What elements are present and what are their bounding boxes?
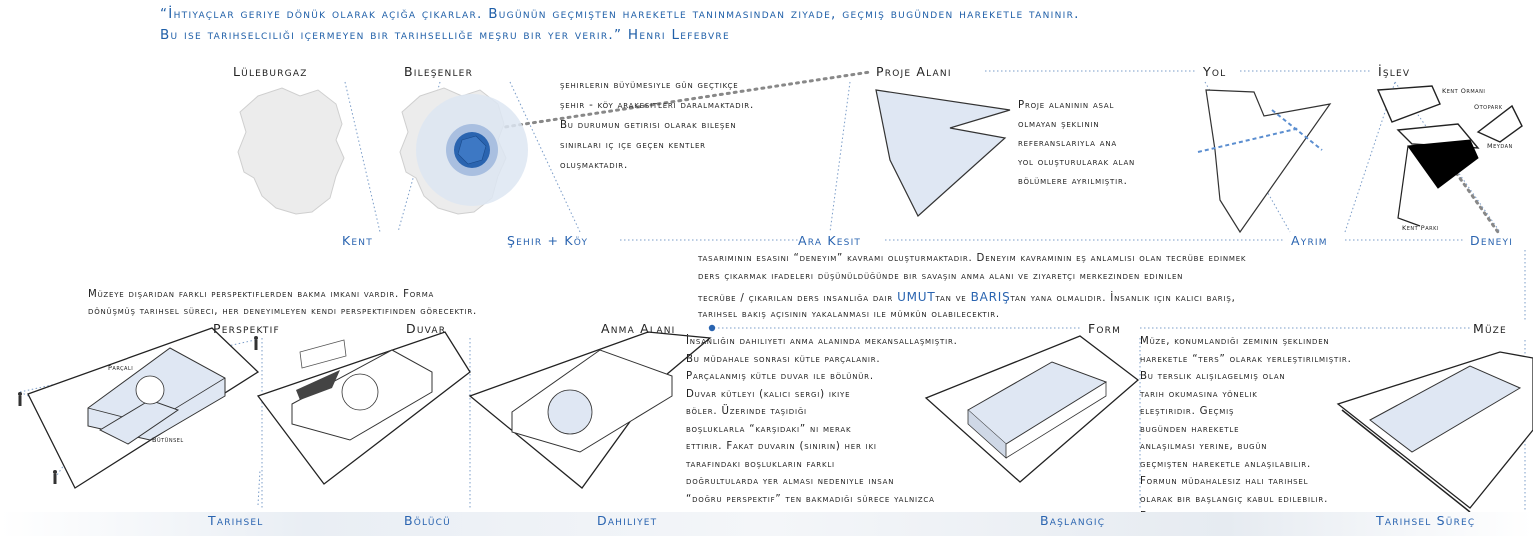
deneyim-line-3: tecrübe / çıkarılan ders insanlığa dair … [698,288,1236,308]
label-proje-alani: Proje Alanı [876,64,952,79]
caption-bolucu: Bölücü [404,513,451,528]
label-otopark: Otopark [1474,103,1503,111]
perspektif-drawing [18,327,260,489]
label-meydan: Meydan [1487,142,1513,150]
baris-highlight: BARIŞ [970,290,1011,304]
label-perspektif: Perspektif [213,321,280,336]
text-line: boşluklarla “karşıdaki” ni merak [686,423,852,435]
text-line: “doğru perspektif” ten bakmadığı sürece … [686,493,935,505]
text-line: doğrultularda yer alması nedeniyle insan [686,476,895,487]
perspektif-line-2: dönüşmüş tarihsel süreci, her deneyimley… [88,306,478,317]
umut-highlight: UMUT [897,290,936,304]
text-line: anlaşılması yerine, bugün [1140,441,1268,452]
text-line: şehirlerin büyümesiyle gün geçtikçe [560,80,739,91]
bilesenler-text-block: şehirlerin büyümesiyle gün geçtikçe şehi… [560,76,754,176]
label-bilesenler: Bileşenler [404,64,474,79]
deneyim-line-1: tasarımının esasını “deneyim” kavramı ol… [698,253,1247,264]
marker-dot [708,324,716,332]
caption-dahiliyet: Dahiliyet [597,513,658,528]
form-drawing [924,335,1140,483]
arrow-connector [483,70,872,132]
text-fragment: tan ve [935,293,971,304]
anma-alani-drawing [468,331,712,489]
text-line: bölümlere ayrılmıştır. [1018,176,1128,187]
bottom-gradient-bar [0,512,1533,536]
text-fragment: tan yana olmalıdır. İnsanlık için kalıcı… [1010,293,1236,304]
caption-ara-kesit: Ara Kesit [798,233,862,248]
text-line: Formun müdahalesiz hali tarihsel [1140,476,1309,487]
anma-text-block: İnsanlığın dahiliyeti anma alanında meka… [686,333,958,526]
label-yol: Yol [1203,64,1227,79]
label-muze: Müze [1473,321,1507,336]
text-line: Duvar kütleyi (kalıcı sergi) ikiye [686,388,851,400]
caption-tarihsel: Tarihsel [208,513,264,528]
label-form: Form [1088,321,1122,336]
text-line: oluşmaktadır. [560,160,628,171]
kent-ormani-shape [1376,85,1441,123]
label-kent-parki: Kent Parkı [1402,224,1439,232]
text-line: bugünden hareketle [1140,423,1240,435]
text-line: İnsanlığın dahiliyeti anma alanında meka… [686,336,958,347]
deneyim-line-2: ders çıkarmak ifadeleri düşünüldüğünde b… [698,271,1184,282]
deneyim-line-4: tarihsel bakış açısının yakalanması ile … [698,309,1000,320]
quote-line-2: Bu ise tarihselciliği içermeyen bir tari… [160,27,730,43]
text-line: tarih okumasına yönelik [1140,388,1258,400]
text-line: olmayan şeklinin [1018,119,1100,130]
proje-alani-shape [875,89,1011,217]
label-duvar: Duvar [406,321,447,336]
text-line: Bu terslik alışılagelmiş olan [1140,371,1286,382]
caption-kent: Kent [342,233,373,248]
proje-text-block: Proje alanının asal olmayan şeklinin ref… [1018,96,1135,191]
muze-text-block: Müze, konumlandığı zeminin şeklinden har… [1140,333,1352,526]
kent-parki-shape [1407,139,1479,189]
perspektif-line-1: Müzeye dışarıdan farklı perspektiflerden… [88,289,435,300]
label-parcali: Parçalı [108,364,134,372]
label-kent-ormani: Kent Ormanı [1442,87,1486,95]
duvar-drawing [256,331,471,485]
quote-line-1: “İhtiyaçlar geriye dönük olarak açığa çı… [160,6,1080,22]
caption-tarihsel-surec: Tarihsel Süreç [1376,513,1476,528]
road-line-2 [1271,109,1323,151]
otopark-shape [1476,104,1523,143]
yol-shape [1205,89,1332,234]
text-line: yol oluşturularak alan [1018,157,1136,168]
text-line: ettirir. Fakat duvarın (sınırın) her iki [686,441,877,452]
text-line: Bu durumun getirisi olarak bileşen [560,120,737,131]
text-line: şehir - köy arakesitleri daralmaktadır. [560,100,754,111]
label-anma-alani: Anma Alanı [601,321,676,336]
text-line: geçmişten hareketle anlaşılabilir. [1140,458,1312,470]
kent-parki-edge [1397,145,1421,227]
caption-sehir-koy: Şehir + Köy [507,233,589,248]
caption-ayrim: Ayrım [1291,233,1328,248]
text-line: referanslarıyla ana [1018,138,1117,149]
muze-drawing [1336,351,1533,513]
text-line: Müze, konumlandığı zeminin şeklinden [1140,336,1330,347]
label-islev: İşlev [1378,64,1411,79]
label-butunsel: Bütünsel [152,436,184,444]
text-line: Proje alanının asal [1018,100,1115,111]
text-line: sınırları iç içe geçen kentler [560,140,706,151]
text-line: Bu müdahale sonrası kütle parçalanır. [686,353,881,365]
text-fragment: tecrübe / çıkarılan ders insanlığa dair [698,293,898,304]
text-line: Parçalanmış kütle duvar ile bölünür. [686,371,874,382]
caption-deneyim: Deneyi [1470,233,1514,248]
road-line-1 [1197,127,1301,153]
text-line: eleştiridir. Geçmiş [1140,406,1235,417]
text-line: hareketle “ters” olarak yerleştirilmişti… [1140,353,1352,365]
caption-baslangic: Başlangıç [1040,513,1106,528]
text-line: olarak bir başlangıç kabul edilebilir. [1140,493,1329,505]
luleburgaz-map [237,87,345,215]
city-core [457,135,487,165]
text-line: tarafındaki boşlukların farklı [686,458,835,470]
label-luleburgaz: Lüleburgaz [233,64,308,79]
text-line: böler. Üzerinde taşıdığı [686,406,807,417]
